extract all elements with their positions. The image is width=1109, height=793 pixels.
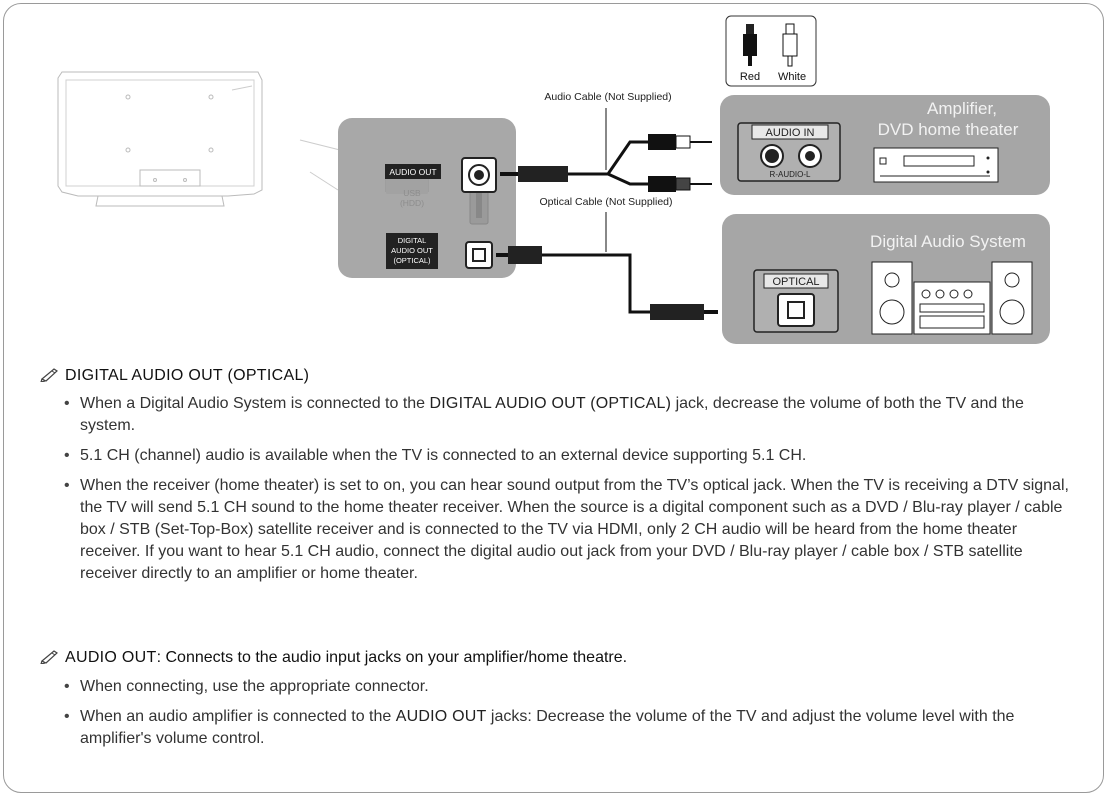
optical-in-label: OPTICAL <box>772 276 819 288</box>
section-digital-audio-out: DIGITAL AUDIO OUT (OPTICAL) <box>40 366 309 385</box>
highlight-text: DIGITAL AUDIO OUT (OPTICAL) <box>429 395 672 412</box>
optical-cable <box>496 212 718 320</box>
amplifier-subtitle: DVD home theater <box>878 120 1019 139</box>
section-title: AUDIO OUT <box>65 649 157 666</box>
legend-red-label: Red <box>740 71 760 83</box>
zoom-lines <box>299 139 341 191</box>
optical-out-jack <box>465 241 493 269</box>
tv-jack-panel: AUDIO OUT USB (HDD) DIGITAL AUDIO OUT (O… <box>338 118 516 278</box>
list-item: When connecting, use the appropriate con… <box>64 676 1074 698</box>
list-item: When the receiver (home theater) is set … <box>64 475 1074 585</box>
audio-cable-label: Audio Cable (Not Supplied) <box>544 91 671 103</box>
rca-legend: Red White <box>725 15 817 87</box>
section-description: : Connects to the audio input jacks on y… <box>156 649 628 666</box>
digital-tag-line3: (OPTICAL) <box>393 256 431 265</box>
r-audio-l-label: R-AUDIO-L <box>770 170 811 179</box>
stereo-system-icon <box>871 261 1033 335</box>
amplifier-title: Amplifier, <box>927 99 997 118</box>
audio-cable <box>500 108 712 192</box>
highlight-text: AUDIO OUT <box>395 708 487 725</box>
list-item: When an audio amplifier is connected to … <box>64 706 1074 750</box>
section1-bullet-list: When a Digital Audio System is connected… <box>64 393 1074 593</box>
digital-out-tag <box>386 233 438 269</box>
section-audio-out: AUDIO OUT: Connects to the audio input j… <box>40 648 627 667</box>
connection-diagram: AUDIO OUT USB (HDD) DIGITAL AUDIO OUT (O… <box>57 15 1050 344</box>
amplifier-box: Amplifier, DVD home theater AUDIO IN R-A… <box>720 95 1050 195</box>
digital-tag-line2: AUDIO OUT <box>391 246 433 255</box>
digital-tag-line1: DIGITAL <box>398 236 427 245</box>
tv-back-illustration <box>57 71 263 207</box>
audio-out-tag <box>385 164 441 179</box>
section-title: DIGITAL AUDIO OUT (OPTICAL) <box>65 367 310 384</box>
usb-sub-label: (HDD) <box>400 198 424 208</box>
section2-bullet-list: When connecting, use the appropriate con… <box>64 676 1074 758</box>
list-item: When a Digital Audio System is connected… <box>64 393 1074 437</box>
audio-out-tag-label: AUDIO OUT <box>389 167 436 177</box>
note-pencil-icon <box>40 650 58 664</box>
list-item: 5.1 CH (channel) audio is available when… <box>64 445 1074 467</box>
usb-label: USB <box>403 188 421 198</box>
note-pencil-icon <box>40 368 58 382</box>
digital-system-title: Digital Audio System <box>870 232 1026 251</box>
audio-in-label: AUDIO IN <box>766 127 815 139</box>
optical-cable-label: Optical Cable (Not Supplied) <box>539 196 672 208</box>
digital-audio-system-box: Digital Audio System OPTICAL <box>722 214 1050 344</box>
legend-white-label: White <box>778 71 806 83</box>
